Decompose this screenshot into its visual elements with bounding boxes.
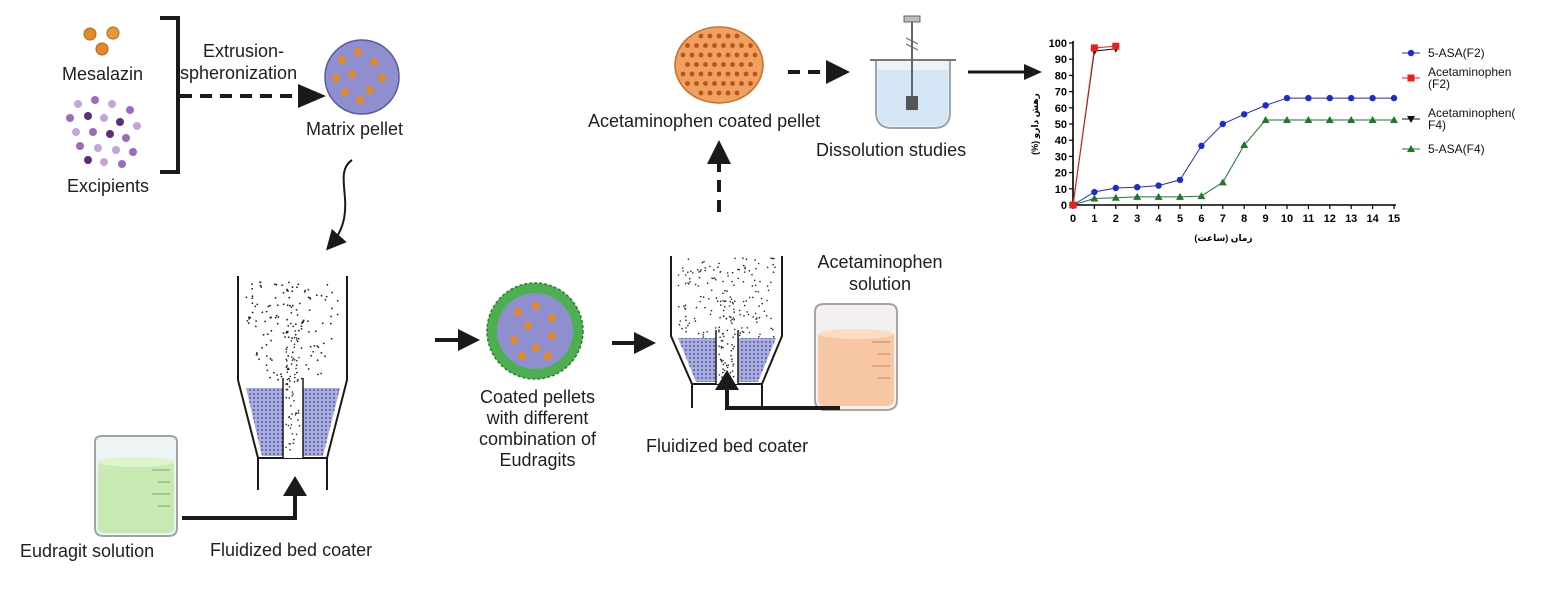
extrusion-label-line1: Extrusion- bbox=[203, 41, 285, 61]
matrix-pellet-label: Matrix pellet bbox=[306, 119, 404, 139]
excipients-label: Excipients bbox=[67, 176, 150, 196]
fluidized-bed-coater-2-label: Fluidized bed coater bbox=[646, 436, 809, 456]
grouping-bracket bbox=[160, 16, 180, 174]
eudragit-solution-label: Eudragit solution bbox=[20, 541, 155, 561]
extrusion-label-line2: spheronization bbox=[180, 63, 298, 83]
extrusion-arrow bbox=[180, 84, 326, 108]
fluidized-bed-coater-1-label: Fluidized bed coater bbox=[210, 540, 373, 560]
mesalazin-label: Mesalazin bbox=[62, 64, 144, 84]
excipients-particles-icon bbox=[66, 96, 141, 168]
acetaminophen-solution-label: Acetaminophen solution bbox=[795, 251, 965, 295]
acetaminophen-solution-line1: Acetaminophen bbox=[817, 252, 943, 272]
acetaminophen-coated-pellet-label: Acetaminophen coated pellet bbox=[588, 111, 821, 131]
arrow-to-coated-pellet bbox=[435, 329, 480, 351]
coated-pellets-line2: with different bbox=[486, 408, 589, 428]
curved-arrow bbox=[326, 159, 353, 251]
dissolution-studies-label: Dissolution studies bbox=[816, 140, 967, 160]
acetaminophen-solution-line2: solution bbox=[848, 274, 912, 294]
acetaminophen-feed-line bbox=[725, 388, 840, 410]
acetaminophen-beaker-icon bbox=[814, 303, 898, 411]
arrow-to-coater-2 bbox=[612, 332, 656, 354]
arrow-to-chart bbox=[968, 64, 1042, 80]
fluidized-bed-coater-2-icon bbox=[670, 256, 783, 408]
fluidized-bed-coater-1-icon bbox=[237, 276, 348, 490]
eudragit-feed-line bbox=[182, 492, 297, 520]
eudragit-feed-arrowhead bbox=[283, 476, 307, 496]
coated-pellet-icon bbox=[486, 282, 584, 380]
coated-pellets-line3: combination of bbox=[478, 429, 597, 449]
dissolution-apparatus-icon bbox=[870, 15, 956, 129]
acetaminophen-coated-pellet-icon bbox=[674, 26, 764, 104]
dashed-arrow-up bbox=[707, 140, 731, 212]
coated-pellets-label: Coated pellets with different combinatio… bbox=[455, 387, 620, 471]
dashed-arrow-right bbox=[788, 60, 850, 84]
coated-pellets-line4: Eudragits bbox=[499, 450, 576, 470]
coated-pellets-line1: Coated pellets bbox=[479, 387, 596, 407]
acetaminophen-feed-arrowhead bbox=[715, 370, 739, 390]
eudragit-beaker-icon bbox=[94, 435, 178, 537]
mesalazin-particles-icon bbox=[83, 26, 120, 56]
matrix-pellet-icon bbox=[324, 39, 400, 115]
